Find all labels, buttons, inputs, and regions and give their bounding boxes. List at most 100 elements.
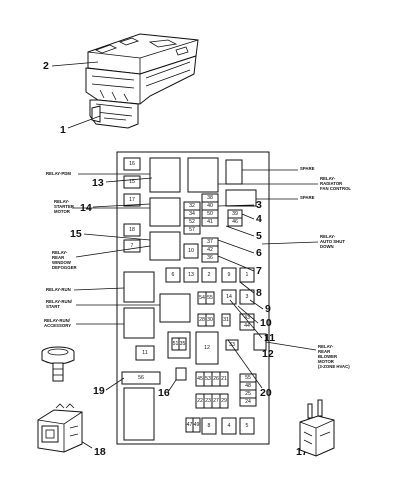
fuse-cavity <box>201 417 217 435</box>
right-labels: SPARE RELAY- RADIATOR FAN CONTROL SPARE … <box>218 166 351 369</box>
fuse-cavity <box>205 313 215 327</box>
leader-line <box>167 379 177 393</box>
fuse-number-label: 12 <box>204 345 210 351</box>
callout-number: 17 <box>296 446 308 458</box>
fuse-cavity <box>227 217 243 227</box>
callout-number: 10 <box>260 317 272 329</box>
fuse-number-label: 4 <box>228 423 231 429</box>
fuse-cavity <box>201 253 219 263</box>
leader-line <box>227 339 263 389</box>
relay-run-accessory <box>123 307 155 339</box>
fuse-number-label: 29 <box>221 398 227 404</box>
fuse-number-label: 57 <box>189 227 195 233</box>
fuse-cavity <box>317 399 323 417</box>
fuse-number-label: 22 <box>197 398 203 404</box>
callout-number: 4 <box>256 213 262 225</box>
fuse-number-label: 35 <box>180 341 186 347</box>
fuse-number-label: 40 <box>207 203 213 209</box>
relay-label-text: FAN CONTROL <box>320 186 351 191</box>
relay-label-text: RELAY-RUN/ <box>46 299 73 304</box>
fuse-cavity <box>239 321 255 331</box>
connector-part <box>37 403 83 453</box>
callout-number: 6 <box>256 247 262 259</box>
drawing-stroke <box>148 39 178 48</box>
fuse-number-label: 1 <box>246 272 249 278</box>
leader-line <box>67 115 101 129</box>
left-labels: RELAY-PDM RELAY- STARTER MOTOR RELAY- RE… <box>44 171 160 328</box>
leader-line <box>69 425 79 429</box>
fuse-number-label: 31 <box>223 317 229 323</box>
leader-line <box>105 177 153 183</box>
fuse-number-label: 46 <box>232 219 238 225</box>
drawing-stroke <box>55 403 65 409</box>
fuse-cavity <box>123 193 141 207</box>
fuse-number-label: 39 <box>232 211 238 217</box>
fuse-cavity <box>205 291 215 305</box>
fuse-number-label: 30 <box>207 317 213 323</box>
fuse-number-label: 16 <box>129 161 135 167</box>
relay-label-text: DEFOGGER <box>52 265 77 270</box>
leader-line <box>261 241 319 245</box>
relay-label-text: DOWN <box>320 244 334 249</box>
leader-line <box>241 213 255 220</box>
fuse-cavity <box>201 217 219 227</box>
fuse-cavity <box>219 393 229 409</box>
fuse-number-label: 26 <box>213 376 219 382</box>
fuse-number-label: 45 <box>197 376 203 382</box>
fuse-number-label: 55 <box>207 295 213 301</box>
fuse-number-label: 7 <box>131 243 134 249</box>
drawing-stroke <box>175 46 189 56</box>
callout-number: 11 <box>264 332 275 344</box>
callout-number: 1 <box>60 124 66 136</box>
fuse-number-label: 44 <box>244 323 250 329</box>
relay-radiator-fan-control <box>187 157 219 193</box>
fuse-number-label: 41 <box>207 219 213 225</box>
callout-number: 9 <box>265 303 271 315</box>
leader-line <box>73 287 125 291</box>
leader-line <box>225 225 255 237</box>
relay-spare-mid <box>225 189 257 207</box>
relay-label-text: MOTOR <box>54 209 71 214</box>
fuse-number-label: 34 <box>189 211 195 217</box>
fuse-cavity <box>239 417 255 435</box>
leader-line <box>217 239 255 254</box>
fuse-56 <box>121 371 161 385</box>
fuse-number-label: 54 <box>199 295 205 301</box>
relay-label-text: BLOWER <box>318 354 338 359</box>
leader-line <box>229 299 263 339</box>
fuse-cavity <box>183 267 199 283</box>
fuse-number-label: 8 <box>208 423 211 429</box>
drawing-stroke <box>99 89 105 99</box>
drawing-stroke <box>91 83 135 89</box>
relay-label-text: ACCESSORY <box>44 323 71 328</box>
fuse-cavity <box>221 313 231 327</box>
relay-bottom-left <box>123 387 155 441</box>
drawing-stroke <box>65 403 75 409</box>
fuse-cavity <box>45 429 55 439</box>
relay-label-text: START <box>46 304 60 309</box>
fuse-number-label: 14 <box>226 294 232 300</box>
fuse-cavity <box>41 425 59 443</box>
leader-line <box>217 255 255 272</box>
relay-spare-top <box>225 159 243 185</box>
relay-run-start <box>159 293 191 323</box>
drawing-stroke <box>95 103 133 109</box>
leader-line <box>239 281 255 294</box>
fuse-cavity <box>52 362 64 382</box>
drawing-stroke <box>85 55 197 105</box>
relay-label-text: WINDOW <box>52 260 72 265</box>
relay-12 <box>195 331 219 365</box>
fuse-number-label: 33 <box>229 342 235 348</box>
leader-line <box>51 61 99 67</box>
fuse-cavity <box>165 267 181 283</box>
fuse-number-label: 5 <box>246 423 249 429</box>
fuse-number-label: 2 <box>208 272 211 278</box>
relay-label-text: RELAY- <box>320 234 336 239</box>
fuse-cavity <box>135 345 155 361</box>
leader-line <box>217 204 255 207</box>
callouts: 2 1 13 14 15 19 3 4 5 6 7 8 9 10 11 12 2… <box>43 60 319 458</box>
relay-label-text: RELAY- <box>52 250 68 255</box>
callout-number: 5 <box>256 230 262 242</box>
fuse-cavity <box>221 289 237 305</box>
leader-line <box>83 233 151 241</box>
